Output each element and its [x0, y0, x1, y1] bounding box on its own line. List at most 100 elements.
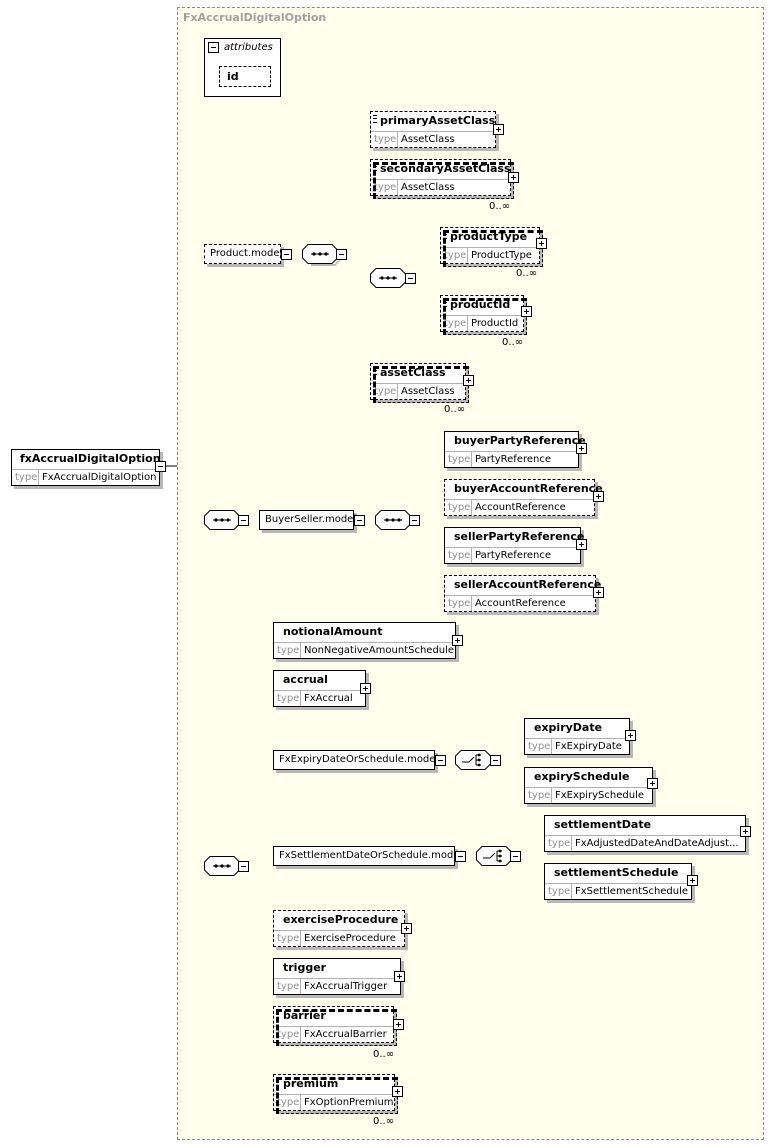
group-label: FxExpiryDateOrSchedule.model — [279, 754, 439, 765]
complex-type-title: FxAccrualDigitalOption — [183, 11, 327, 24]
element-product-id[interactable]: productId type ProductId — [440, 295, 527, 335]
collapse-icon[interactable] — [238, 861, 249, 872]
type-value: ProductId — [471, 318, 519, 329]
element-name: exerciseProcedure — [283, 913, 399, 926]
type-label: type — [528, 790, 551, 801]
element-name: buyerAccountReference — [454, 482, 603, 495]
expand-icon[interactable] — [463, 375, 474, 386]
expand-icon[interactable] — [393, 1019, 404, 1030]
group-label: FxSettlementDateOrSchedule.model — [279, 850, 463, 861]
group-label: Product.model — [210, 248, 283, 259]
expand-icon[interactable] — [576, 539, 587, 550]
choice-compositor — [476, 846, 512, 866]
element-asset-class[interactable]: assetClass type AssetClass — [370, 363, 469, 403]
element-secondary-asset-class[interactable]: secondaryAssetClass type AssetClass — [370, 159, 514, 199]
attribute-id[interactable]: id — [219, 66, 271, 87]
sequence-compositor — [204, 510, 240, 530]
element-name: primaryAssetClass — [380, 114, 496, 127]
element-product-type[interactable]: productType type ProductType — [440, 227, 543, 267]
element-buyer-account-reference[interactable]: buyerAccountReference type AccountRefere… — [444, 479, 603, 516]
type-value: FxAccrualTrigger — [304, 981, 388, 992]
element-name: fxAccrualDigitalOption — [20, 452, 161, 465]
element-name: sellerAccountReference — [454, 578, 602, 591]
cardinality: 0..∞ — [516, 268, 538, 279]
expand-icon[interactable] — [392, 1086, 403, 1097]
type-value: PartyReference — [475, 550, 552, 561]
type-value: AssetClass — [401, 386, 455, 397]
element-name: expiryDate — [534, 721, 603, 734]
expand-icon[interactable] — [521, 306, 532, 317]
collapse-icon[interactable] — [510, 851, 521, 862]
collapse-icon[interactable] — [409, 515, 420, 526]
type-value: FxAdjustedDateAndDateAdjust... — [575, 838, 739, 849]
expand-icon[interactable] — [740, 826, 751, 837]
expand-icon[interactable] — [452, 635, 463, 646]
element-expiry-schedule[interactable]: expirySchedule type FxExpirySchedule — [524, 767, 653, 804]
expand-icon[interactable] — [687, 875, 698, 886]
root-element[interactable]: fxAccrualDigitalOption type FxAccrualDig… — [11, 449, 161, 486]
element-seller-party-reference[interactable]: sellerPartyReference type PartyReference — [444, 527, 585, 564]
collapse-icon[interactable] — [208, 42, 219, 53]
element-barrier[interactable]: barrier type FxAccrualBarrier — [273, 1006, 397, 1046]
type-label: type — [448, 454, 471, 465]
sequence-compositor — [370, 268, 406, 288]
element-accrual[interactable]: accrual type FxAccrual — [273, 670, 366, 707]
type-label: type — [15, 472, 38, 483]
element-name: productType — [450, 230, 528, 243]
collapse-icon[interactable] — [336, 249, 347, 260]
expand-icon[interactable] — [625, 730, 636, 741]
type-label: type — [277, 645, 300, 656]
type-label: type — [444, 318, 467, 329]
type-value: PartyReference — [475, 454, 552, 465]
expand-icon[interactable] — [360, 683, 371, 694]
buyer-seller-model-group[interactable]: BuyerSeller.model — [259, 510, 356, 530]
element-buyer-party-reference[interactable]: buyerPartyReference type PartyReference — [444, 431, 586, 468]
element-exercise-procedure[interactable]: exerciseProcedure type ExerciseProcedure — [273, 910, 405, 947]
expand-icon[interactable] — [493, 124, 504, 135]
expand-icon[interactable] — [647, 778, 658, 789]
collapse-icon[interactable] — [405, 273, 416, 284]
collapse-icon[interactable] — [354, 515, 365, 526]
expand-icon[interactable] — [394, 971, 405, 982]
element-notional-amount[interactable]: notionalAmount type NonNegativeAmountSch… — [273, 622, 456, 659]
element-name: settlementDate — [554, 818, 652, 831]
element-trigger[interactable]: trigger type FxAccrualTrigger — [273, 958, 401, 995]
element-primary-asset-class[interactable]: primaryAssetClass type AssetClass — [370, 111, 496, 148]
element-expiry-date[interactable]: expiryDate type FxExpiryDate — [524, 718, 630, 755]
element-name: accrual — [283, 673, 328, 686]
product-model-group[interactable]: Product.model — [204, 244, 283, 264]
type-label: type — [548, 886, 571, 897]
element-name: trigger — [283, 961, 327, 974]
collapse-icon[interactable] — [435, 755, 446, 766]
choice-compositor — [455, 750, 491, 770]
element-settlement-schedule[interactable]: settlementSchedule type FxSettlementSche… — [544, 863, 692, 900]
expand-icon[interactable] — [576, 443, 587, 454]
element-name: notionalAmount — [283, 625, 383, 638]
expand-icon[interactable] — [536, 238, 547, 249]
expand-icon[interactable] — [508, 172, 519, 183]
cardinality: 0..∞ — [444, 404, 466, 415]
type-value: FxAccrualDigitalOption — [42, 472, 157, 483]
element-name: expirySchedule — [534, 770, 630, 783]
settlement-model-group[interactable]: FxSettlementDateOrSchedule.model — [273, 846, 462, 866]
element-name: premium — [283, 1077, 339, 1090]
expand-icon[interactable] — [593, 587, 604, 598]
element-settlement-date[interactable]: settlementDate type FxAdjustedDateAndDat… — [544, 815, 746, 852]
type-value: FxAccrualBarrier — [304, 1029, 387, 1040]
cardinality: 0..∞ — [502, 337, 524, 348]
element-seller-account-reference[interactable]: sellerAccountReference type AccountRefer… — [444, 575, 601, 612]
collapse-icon[interactable] — [281, 249, 292, 260]
element-premium[interactable]: premium type FxOptionPremium — [273, 1074, 398, 1114]
type-label: type — [548, 838, 571, 849]
collapse-icon[interactable] — [238, 515, 249, 526]
expiry-model-group[interactable]: FxExpiryDateOrSchedule.model — [273, 750, 439, 770]
sequence-compositor — [302, 244, 340, 266]
element-name: sellerPartyReference — [454, 530, 585, 543]
collapse-icon[interactable] — [455, 851, 466, 862]
expand-icon[interactable] — [593, 491, 604, 502]
collapse-icon[interactable] — [490, 755, 501, 766]
collapse-icon[interactable] — [155, 461, 166, 472]
expand-icon[interactable] — [401, 923, 412, 934]
type-value: FxExpiryDate — [555, 741, 622, 752]
element-name: productId — [450, 298, 511, 311]
